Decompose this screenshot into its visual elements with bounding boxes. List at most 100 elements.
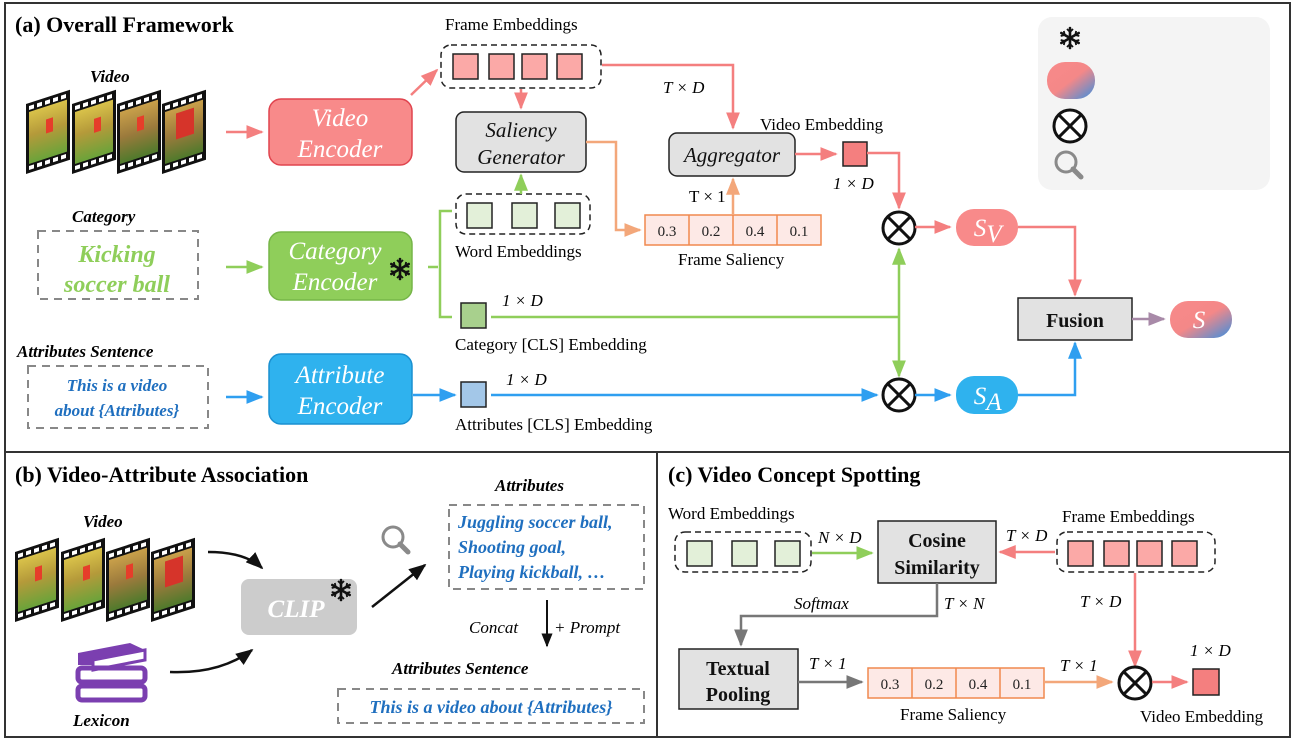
panel-c-title: (c) Video Concept Spotting (668, 462, 920, 487)
svg-text:0.1: 0.1 (790, 224, 809, 240)
svg-text:0.3: 0.3 (881, 677, 900, 693)
svg-text:Pooling: Pooling (706, 684, 770, 706)
tx1-right-label: T × 1 (1060, 656, 1098, 675)
video-embedding-square-c (1192, 668, 1220, 696)
svg-text:Shooting goal,: Shooting goal, (458, 537, 566, 557)
txn-label: T × N (944, 594, 986, 613)
dot-product-video (881, 210, 917, 246)
svg-text:Aggregator: Aggregator (682, 143, 781, 167)
prompt-label: + Prompt (554, 618, 621, 637)
category-text-box: Kicking soccer ball (37, 230, 199, 300)
oxd-cat-label: 1 × D (502, 291, 543, 310)
svg-text:Cosine: Cosine (908, 530, 966, 552)
txd-down-label: T × D (1080, 592, 1122, 611)
frame-saliency-a: 0.3 0.2 0.4 0.1 (644, 214, 822, 246)
svg-text:0.4: 0.4 (746, 224, 765, 240)
attributes-label: Attributes (494, 476, 564, 495)
svg-text:Saliency: Saliency (485, 118, 557, 142)
frame-embeddings-label: Frame Embeddings (445, 15, 578, 34)
frame-embeddings-label-c: Frame Embeddings (1062, 507, 1195, 526)
video-label: Video (90, 67, 130, 86)
svg-text:soccer ball: soccer ball (63, 272, 170, 298)
frame-embeddings-group-c (1056, 531, 1216, 573)
cosine-similarity-box: Cosine Similarity (877, 520, 997, 584)
svg-text:Encoder: Encoder (292, 269, 378, 296)
txd-label: T × D (663, 78, 705, 97)
svg-text:This is a video: This is a video (67, 376, 168, 395)
svg-text:Juggling soccer ball,: Juggling soccer ball, (457, 512, 613, 532)
svg-text:Similarity: Similarity (894, 557, 980, 579)
video-encoder-box: Video Encoder (268, 98, 413, 166)
dot-product-icon (1052, 108, 1088, 144)
attributes-list-box: Juggling soccer ball, Shooting goal, Pla… (448, 504, 645, 590)
saliency-generator-box: Saliency Generator (455, 111, 587, 173)
legend (1038, 17, 1270, 190)
svg-text:S: S (1193, 307, 1206, 334)
score-v-pill: S V (956, 209, 1018, 248)
svg-text:0.2: 0.2 (925, 677, 944, 693)
panel-b-title: (b) Video-Attribute Association (15, 462, 308, 487)
attributes-sentence-label-b: Attributes Sentence (391, 659, 529, 678)
frame-embeddings-group (440, 44, 602, 89)
video-frames-b (15, 537, 195, 622)
tx1-label: T × 1 (689, 187, 726, 206)
score-a-pill: S A (956, 376, 1018, 416)
svg-text:0.2: 0.2 (702, 224, 721, 240)
svg-text:Attribute: Attribute (294, 362, 385, 389)
panel-c-border (656, 451, 1291, 738)
attributes-sentence-box-b: This is a video about {Attributes} (337, 688, 645, 724)
svg-text:0.3: 0.3 (658, 224, 677, 240)
svg-text:about {Attributes}: about {Attributes} (55, 401, 180, 420)
attributes-sentence-box-a: This is a video about {Attributes} (27, 365, 209, 429)
fusion-box: Fusion (1017, 297, 1133, 341)
oxd-c-label: 1 × D (1190, 641, 1231, 660)
concat-label: Concat (469, 618, 519, 637)
svg-text:Generator: Generator (477, 145, 565, 169)
tx1-left-label: T × 1 (809, 654, 847, 673)
svg-text:V: V (986, 221, 1004, 248)
nxd-label: N × D (817, 528, 862, 547)
aggregator-box: Aggregator (668, 132, 796, 177)
lexicon-label: Lexicon (72, 711, 130, 730)
oxd-attr-label: 1 × D (506, 370, 547, 389)
video-label-b: Video (83, 512, 123, 531)
svg-text:Kicking: Kicking (77, 242, 155, 268)
attributes-cls-square (460, 381, 487, 408)
retrieval-magnifier-icon (383, 527, 408, 552)
txd-left-label: T × D (1006, 526, 1048, 545)
frame-saliency-label: Frame Saliency (678, 250, 785, 269)
oxd-video-label: 1 × D (833, 174, 874, 193)
video-embedding-label: Video Embedding (760, 115, 884, 134)
video-frames (26, 89, 206, 174)
word-embeddings-group (455, 193, 591, 235)
svg-text:Video: Video (312, 105, 368, 132)
score-icon (1047, 62, 1095, 99)
svg-text:This is a video about {Attribu: This is a video about {Attributes} (369, 697, 613, 717)
clip-box: CLIP (241, 578, 357, 635)
softmax-label: Softmax (794, 594, 849, 613)
final-score-pill: S (1170, 301, 1232, 338)
svg-text:0.1: 0.1 (1013, 677, 1032, 693)
svg-text:Fusion: Fusion (1046, 310, 1104, 332)
svg-text:0.4: 0.4 (969, 677, 988, 693)
attributes-sentence-label-a: Attributes Sentence (16, 342, 154, 361)
svg-text:S: S (974, 383, 987, 410)
svg-text:CLIP: CLIP (268, 596, 326, 623)
svg-text:Category: Category (288, 238, 382, 265)
textual-pooling-box: Textual Pooling (678, 648, 799, 710)
svg-text:Textual: Textual (706, 658, 770, 680)
category-cls-label: Category [CLS] Embedding (455, 335, 647, 354)
dot-product-c (1117, 665, 1153, 701)
dot-product-attribute (881, 377, 917, 413)
category-label: Category (72, 207, 136, 226)
svg-text:Encoder: Encoder (297, 393, 383, 420)
frame-saliency-label-c: Frame Saliency (900, 705, 1007, 724)
svg-text:Encoder: Encoder (297, 136, 383, 163)
attribute-encoder-box: Attribute Encoder (268, 353, 413, 425)
svg-text:Playing kickball, …: Playing kickball, … (457, 562, 606, 582)
panel-a-title: (a) Overall Framework (15, 12, 234, 37)
frame-saliency-c: 0.3 0.2 0.4 0.1 (867, 667, 1045, 699)
word-embeddings-group-c (674, 531, 812, 573)
video-embedding-square (842, 141, 868, 167)
